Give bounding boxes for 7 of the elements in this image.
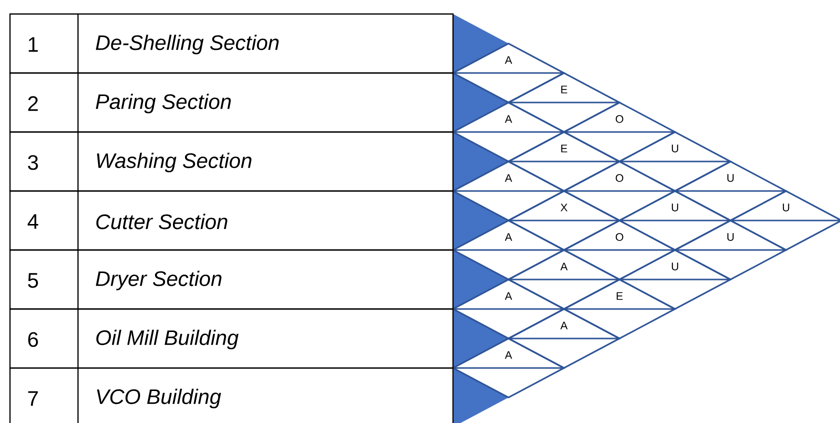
table-row: 1 De-Shelling Section: [9, 13, 454, 74]
table-row: 5 Dryer Section: [9, 249, 454, 310]
table-row: 6 Oil Mill Building: [9, 308, 454, 369]
table-row: 3 Washing Section: [9, 131, 454, 192]
table-row: 4 Cutter Section: [9, 190, 454, 251]
table-row: 7 VCO Building: [9, 367, 454, 423]
table-row: 2 Paring Section: [9, 72, 454, 133]
